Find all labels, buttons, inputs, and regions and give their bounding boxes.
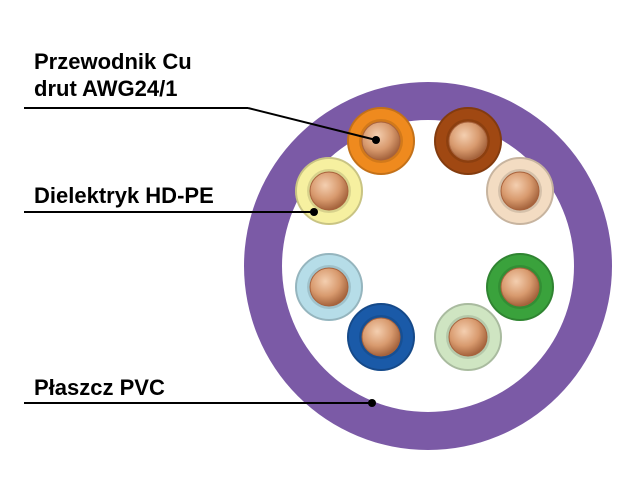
copper-conductor [361, 121, 401, 161]
wire-1 [347, 107, 415, 175]
wire-3 [486, 157, 554, 225]
copper-conductor [500, 267, 540, 307]
leader-dot-dielectric [310, 208, 318, 216]
dielectric-label: Dielektryk HD-PE [34, 183, 214, 208]
copper-conductor [448, 121, 488, 161]
conductor-label-line2: drut AWG24/1 [34, 76, 178, 101]
leader-line-conductor-diagonal [247, 107, 377, 141]
wire-insulation-edge [347, 107, 415, 175]
wire-insulation-edge [486, 157, 554, 225]
leader-dot-jacket [368, 399, 376, 407]
wire-7 [295, 253, 363, 321]
wire-insulation-edge [434, 303, 502, 371]
copper-conductor [448, 317, 488, 357]
wire-insulation-edge [295, 157, 363, 225]
copper-conductor [309, 171, 349, 211]
wire-8 [295, 157, 363, 225]
wire-6 [347, 303, 415, 371]
jacket-label: Płaszcz PVC [34, 375, 165, 400]
wire-group [295, 107, 554, 371]
wire-2 [434, 107, 502, 175]
leader-dot-conductor [372, 136, 380, 144]
copper-conductor [500, 171, 540, 211]
copper-conductor [361, 317, 401, 357]
conductor-label: Przewodnik Cu drut AWG24/1 [34, 48, 192, 102]
wire-4 [486, 253, 554, 321]
copper-conductor [309, 267, 349, 307]
wire-5 [434, 303, 502, 371]
wire-insulation-edge [295, 253, 363, 321]
wire-insulation-edge [347, 303, 415, 371]
conductor-label-line1: Przewodnik Cu [34, 49, 192, 74]
wire-insulation-edge [434, 107, 502, 175]
wire-insulation-edge [486, 253, 554, 321]
leader-lines [24, 107, 380, 407]
